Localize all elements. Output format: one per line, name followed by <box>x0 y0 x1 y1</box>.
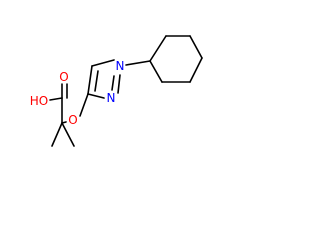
bond <box>79 93 89 117</box>
atom-label-n1: N <box>116 59 125 73</box>
bond <box>117 74 121 94</box>
bond <box>94 70 99 92</box>
molecule-drawing: HO O O N N <box>30 35 203 147</box>
structure-canvas: HO O O N N <box>0 0 206 166</box>
bond <box>49 97 63 101</box>
bond <box>87 93 105 99</box>
bond <box>87 65 93 95</box>
bond <box>51 122 63 147</box>
bond <box>111 75 115 91</box>
atom-label-n2: N <box>107 91 116 105</box>
bond <box>189 35 203 59</box>
bond <box>189 57 203 83</box>
bond <box>125 60 151 66</box>
bond <box>149 60 163 83</box>
atom-label-hydroxyl: HO <box>30 94 48 108</box>
bond <box>149 35 167 62</box>
bond <box>61 122 75 147</box>
bond <box>91 59 115 67</box>
atom-label-ether-oxygen: O <box>68 113 77 127</box>
atom-label-carbonyl-oxygen: O <box>59 70 68 84</box>
